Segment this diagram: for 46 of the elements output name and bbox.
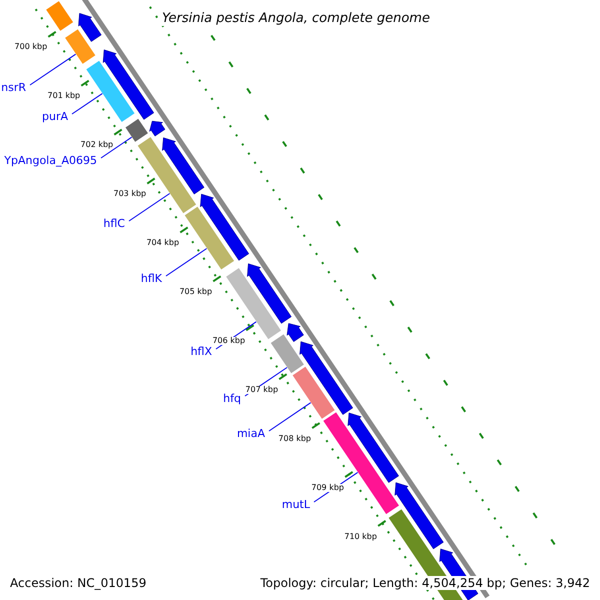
gene-label: hfq (223, 393, 241, 404)
gene-feature (247, 263, 292, 324)
gene-label: purA (42, 111, 68, 122)
tick-label: 704 kbp (146, 239, 180, 248)
title: Yersinia pestis Angola, complete genome (160, 11, 432, 26)
tick-label: 710 kbp (344, 532, 377, 541)
tick-label: 706 kbp (212, 336, 246, 345)
leader-line (100, 136, 132, 158)
gene-label: mutL (282, 499, 310, 510)
gene-bar (64, 28, 96, 65)
footer-text: Accession: NC_010159 (8, 576, 148, 590)
gene-feature (149, 120, 166, 136)
gene-label: nsrR (1, 82, 26, 93)
gene-label: YpAngola_A0695 (4, 155, 97, 166)
gene-feature (286, 323, 304, 342)
tick-label: 705 kbp (179, 288, 212, 296)
tick-label: 703 kbp (114, 190, 146, 198)
gene-feature (200, 194, 250, 261)
footer-text: Topology: circular; Length: 4,504,254 bp; Genes: 3,942 (258, 576, 592, 590)
leader-line (72, 93, 103, 114)
gene-label: miaA (236, 428, 265, 439)
leader-line (30, 54, 76, 86)
leader-line (166, 248, 208, 276)
gene-feature (78, 13, 102, 42)
leader-line (268, 402, 312, 432)
tick-label: 701 kbp (48, 92, 80, 100)
tick-label: 707 kbp (245, 386, 278, 394)
gene-feature (348, 412, 399, 483)
gene-feature (102, 50, 154, 120)
gene-label: hflX (190, 346, 212, 357)
gene-label: hflC (103, 218, 125, 229)
gene-bar (85, 60, 136, 123)
gene-feature (394, 482, 444, 550)
tick-label: 702 kbp (80, 141, 114, 150)
gene-bar (292, 366, 336, 420)
tick-label: 700 kbp (14, 43, 48, 52)
gene-feature (300, 341, 354, 415)
gene-label: hflK (140, 273, 162, 284)
gene-bar (124, 118, 149, 143)
tick-label: 708 kbp (278, 434, 312, 443)
tick-label: 709 kbp (311, 484, 344, 492)
gene-bar (270, 333, 305, 374)
gene-feature (162, 137, 204, 194)
gene-bar (45, 0, 74, 32)
leader-line (128, 193, 170, 222)
gene-bar (184, 206, 235, 270)
